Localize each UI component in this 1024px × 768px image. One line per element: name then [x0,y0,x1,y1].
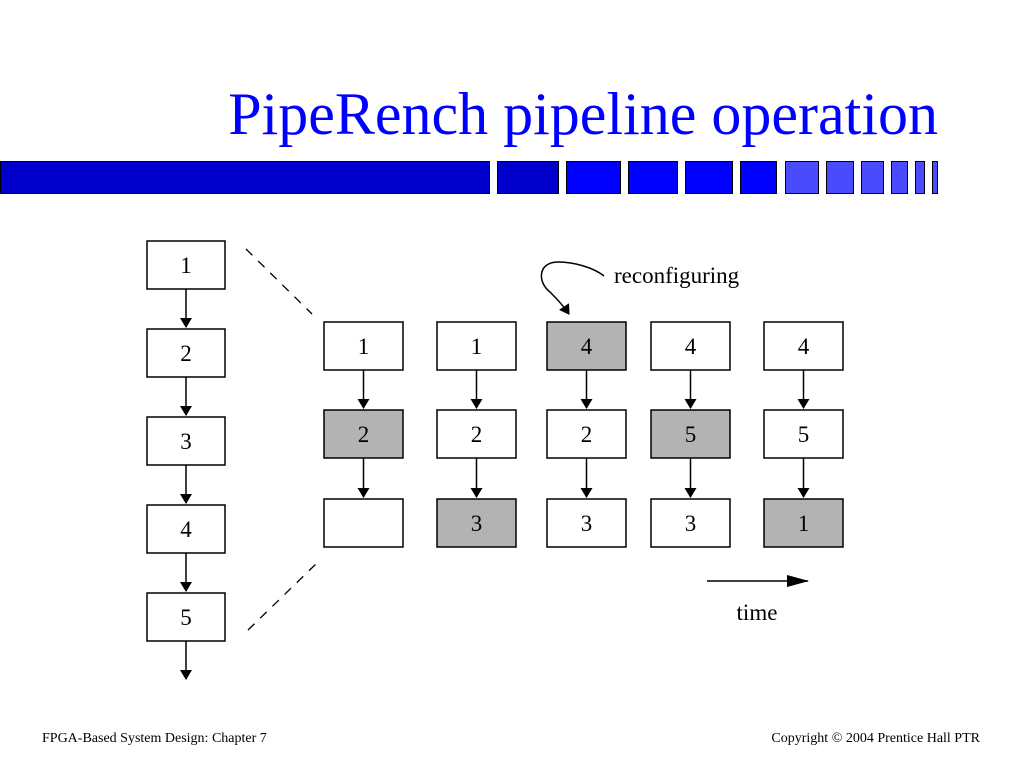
stripe-1-1-label: 1 [358,334,370,359]
decoration-segment-6 [740,161,777,194]
physical-pipeline: 1 2 1 2 3 4 2 3 4 5 3 4 5 1 [323,321,844,548]
virtual-stage-4-box [146,504,226,554]
virtual-stage-1-label: 1 [180,253,192,278]
virtual-stage-3-box [146,416,226,466]
stripe-2-1-label: 1 [471,334,483,359]
virtual-pipeline: 1 2 3 4 5 [146,240,226,680]
decoration-segment-1 [0,161,490,194]
footer-copyright: Copyright © 2004 Prentice Hall PTR [771,731,980,746]
reconfiguring-pointer-arrow [540,261,605,315]
slide-title: PipeRench pipeline operation [228,81,938,147]
stripe-4-2-box [650,409,731,459]
stripe-1-1-box [323,321,404,371]
title-decoration-bar [0,161,938,194]
stripe-3-2-label: 2 [581,422,593,447]
stripe-2-3-label: 3 [471,511,483,536]
decoration-segment-10 [891,161,908,194]
stripe-5-3-box [763,498,844,548]
virtual-stage-1-box [146,240,226,290]
stripe-2-2-label: 2 [471,422,483,447]
time-label: time [737,600,778,625]
stripe-5-2-label: 5 [798,422,810,447]
stripe-5-1-label: 4 [798,334,810,359]
decoration-segment-2 [497,161,559,194]
stripe-3-3-box [546,498,627,548]
time-annotation: time [707,575,809,625]
stripe-3-1-box [546,321,627,371]
footer-chapter: FPGA-Based System Design: Chapter 7 [42,731,267,746]
reconfiguring-annotation: reconfiguring [540,261,740,315]
zoom-guide-lines [245,248,319,631]
decoration-segment-9 [861,161,884,194]
stripe-3-3-label: 3 [581,511,593,536]
reconfiguring-label: reconfiguring [614,263,740,288]
decoration-segment-3 [566,161,621,194]
stripe-1-2-label: 2 [358,422,370,447]
decoration-segment-7 [785,161,819,194]
stripe-2-1-box [436,321,517,371]
virtual-stage-2-box [146,328,226,378]
stripe-4-1-box [650,321,731,371]
virtual-stage-3-label: 3 [180,429,192,454]
zoom-guide-top [245,248,313,315]
decoration-segment-5 [685,161,733,194]
stripe-5-3-label: 1 [798,511,810,536]
stripe-5-2-box [763,409,844,459]
decoration-segment-4 [628,161,678,194]
decoration-segment-12 [932,161,938,194]
stripe-4-1-label: 4 [685,334,697,359]
decoration-segment-11 [915,161,925,194]
stripe-4-3-label: 3 [685,511,697,536]
stripe-4-3-box [650,498,731,548]
virtual-stage-5-label: 5 [180,605,192,630]
virtual-stage-2-label: 2 [180,341,192,366]
virtual-stage-4-label: 4 [180,517,192,542]
stripe-3-1-label: 4 [581,334,593,359]
decoration-segment-8 [826,161,854,194]
stripe-4-2-label: 5 [685,422,697,447]
stripe-5-1-box [763,321,844,371]
stripe-1-2-box [323,409,404,459]
stripe-2-3-box [436,498,517,548]
zoom-guide-bottom [247,561,319,631]
stripe-1-3-box [323,498,404,548]
stripe-2-2-box [436,409,517,459]
